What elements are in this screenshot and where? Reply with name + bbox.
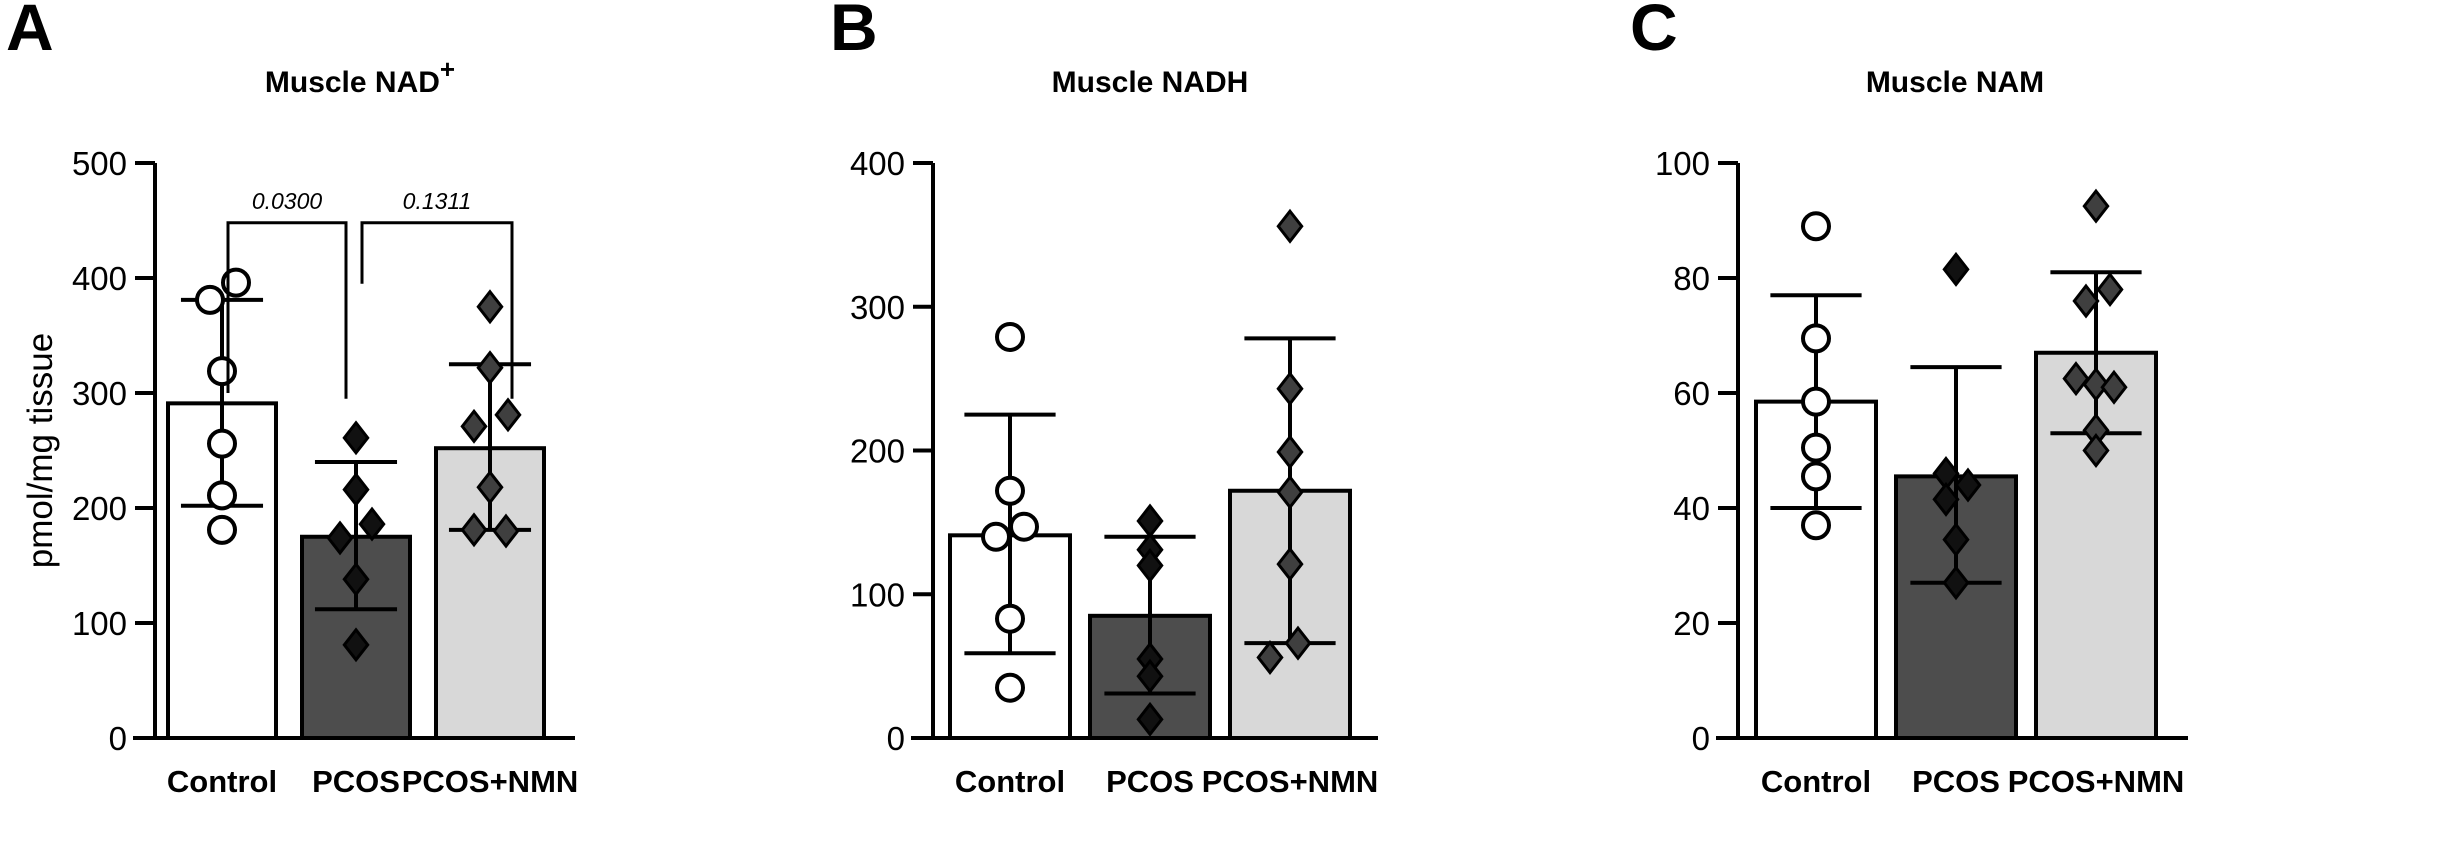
data-point-open-circle [1801,510,1831,541]
data-point-filled-diamond [1256,640,1284,675]
data-point-filled-diamond [1136,548,1164,583]
data-point-open-circle [1009,511,1039,542]
data-point-filled-diamond [1942,251,1970,287]
data-point-open-circle [1801,461,1831,492]
data-point-open-circle [981,521,1011,552]
y-tick-label: 100 [72,605,127,642]
data-point-filled-diamond [342,472,370,508]
data-point-open-circle [995,321,1025,352]
y-tick-label: 80 [1673,260,1710,297]
x-axis-label-pcos: PCOS [1912,764,2000,799]
data-point-open-circle [1801,386,1831,417]
y-tick-label: 0 [109,720,127,757]
data-point-filled-diamond [342,561,370,597]
data-point-filled-diamond [358,506,386,542]
y-tick-label: 60 [1673,375,1710,412]
data-point-filled-diamond [1942,565,1970,601]
y-tick-label: 300 [72,375,127,412]
data-point-filled-diamond [1942,522,1970,558]
data-point-open-circle [995,603,1025,634]
y-tick-label: 500 [72,145,127,182]
significance-bracket [226,221,348,399]
plot-title: Muscle NADH [1052,66,1249,99]
data-point-open-circle [1801,323,1831,354]
data-point-open-circle [207,428,237,459]
data-point-filled-diamond [2082,433,2110,468]
data-point-filled-diamond [1136,701,1164,737]
y-tick-label: 100 [1655,145,1710,182]
data-point-filled-diamond [476,289,504,325]
y-tick-label: 200 [850,433,905,470]
data-point-filled-diamond [460,408,488,444]
data-point-filled-diamond [2082,188,2110,224]
y-tick-label: 40 [1673,490,1710,527]
y-tick-label: 400 [72,260,127,297]
x-axis-label-pcos-nmn: PCOS+NMN [1202,764,1379,799]
plot-title-superscript: + [440,54,455,84]
data-point-filled-diamond [492,513,520,549]
x-axis-label-pcos-nmn: PCOS+NMN [2008,764,2185,799]
data-point-filled-diamond [1932,481,1960,517]
y-tick-label: 200 [72,490,127,527]
data-point-filled-diamond [1276,546,1304,582]
data-point-filled-diamond [2096,272,2124,307]
data-point-filled-diamond [476,350,504,386]
significance-bracket [360,221,514,399]
panel-a: A Muscle NAD+ 0 100 200 300 400 500 pmol/mg tiss… [0,0,820,851]
data-point-filled-diamond [1954,467,1982,503]
data-point-open-circle [195,284,225,315]
x-axis-label-pcos: PCOS [312,764,400,799]
data-point-filled-diamond [2100,369,2128,405]
x-axis-label-control: Control [1761,764,1871,799]
data-point-open-circle [1801,211,1831,242]
data-point-filled-diamond [2062,361,2090,397]
p-value-label: 0.1311 [403,188,472,214]
data-point-filled-diamond [476,469,504,505]
data-point-filled-diamond [326,520,354,556]
data-point-filled-diamond [1276,371,1304,407]
data-point-open-circle [207,514,237,545]
data-point-filled-diamond [494,397,522,433]
data-point-filled-diamond [460,512,488,548]
x-axis-label-pcos-nmn: PCOS+NMN [402,764,579,799]
y-tick-label: 0 [887,720,905,757]
data-point-filled-diamond [1276,474,1304,510]
y-tick-label: 20 [1673,605,1710,642]
data-point-filled-diamond [342,420,370,456]
data-point-filled-diamond [1276,208,1304,244]
data-point-open-circle [1801,432,1831,463]
data-point-filled-diamond [1284,625,1312,661]
plot-title: Muscle NAD+ [265,54,455,99]
data-point-filled-diamond [1136,658,1164,694]
x-axis-label-control: Control [167,764,277,799]
data-point-filled-diamond [2072,283,2100,319]
p-value-label: 0.0300 [252,188,323,214]
y-tick-label: 400 [850,145,905,182]
x-axis-label-pcos: PCOS [1106,764,1194,799]
data-point-filled-diamond [342,627,370,663]
data-point-filled-diamond [2082,366,2110,402]
data-point-open-circle [995,672,1025,703]
y-tick-label: 0 [1692,720,1710,757]
data-point-open-circle [207,480,237,511]
panel-letter: A [6,0,54,64]
data-point-open-circle [207,356,237,387]
data-point-open-circle [995,475,1025,506]
x-axis-label-control: Control [955,764,1065,799]
panel-letter: B [830,0,878,64]
y-axis-title: pmol/mg tissue [21,333,60,568]
y-tick-label: 100 [850,576,905,613]
plot-a: Muscle NAD+ 0 100 200 300 400 500 pmol/mg tissu… [21,54,579,799]
plot-title: Muscle NAM [1866,66,2044,99]
data-point-filled-diamond [1136,503,1164,539]
panel-letter: C [1630,0,1678,64]
data-point-filled-diamond [1276,434,1304,470]
y-tick-label: 300 [850,289,905,326]
